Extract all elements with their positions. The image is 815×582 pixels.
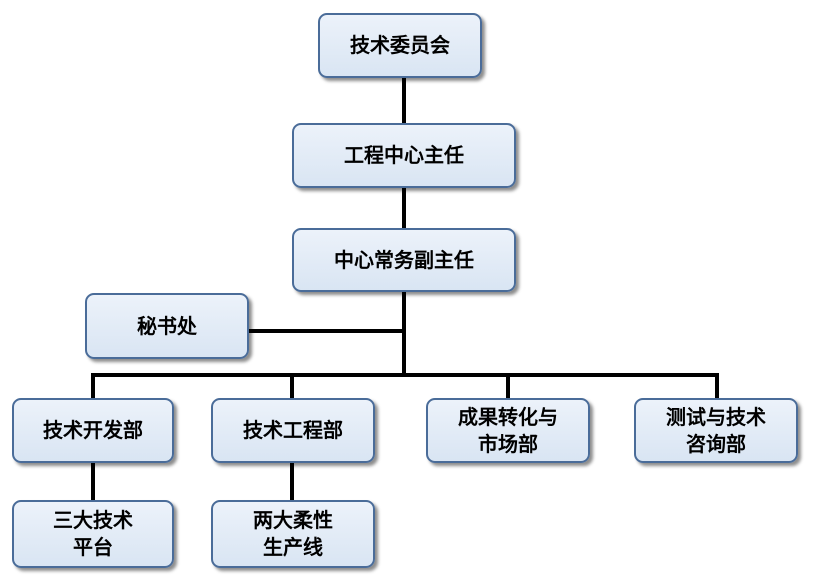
connector-dev-dept xyxy=(91,373,95,399)
connector-deputy-trunk xyxy=(402,292,406,376)
node-production-lines-label: 两大柔性 生产线 xyxy=(253,508,333,559)
node-director-label: 工程中心主任 xyxy=(344,143,464,167)
node-platforms-label: 三大技术 平台 xyxy=(53,508,133,559)
node-secretariat: 秘书处 xyxy=(85,293,249,359)
connector-eng-lines xyxy=(290,463,294,500)
node-director: 工程中心主任 xyxy=(292,123,516,188)
connector-transfer-dept xyxy=(506,373,510,399)
node-platforms: 三大技术 平台 xyxy=(12,500,174,568)
node-testing-dept-label: 测试与技术 咨询部 xyxy=(666,404,766,456)
node-transfer-dept: 成果转化与 市场部 xyxy=(426,398,590,463)
node-production-lines: 两大柔性 生产线 xyxy=(211,500,375,568)
connector-eng-dept xyxy=(290,373,294,399)
node-deputy-label: 中心常务副主任 xyxy=(334,247,474,272)
node-transfer-dept-label: 成果转化与 市场部 xyxy=(458,404,558,456)
connector-director-deputy xyxy=(402,188,406,228)
node-testing-dept: 测试与技术 咨询部 xyxy=(634,398,798,463)
connector-committee-director xyxy=(402,78,406,123)
node-eng-dept-label: 技术工程部 xyxy=(243,418,343,442)
connector-secretariat xyxy=(248,329,406,333)
connector-dev-platforms xyxy=(91,463,95,500)
node-committee: 技术委员会 xyxy=(318,13,482,78)
node-dev-dept: 技术开发部 xyxy=(12,398,174,463)
node-eng-dept: 技术工程部 xyxy=(211,398,375,463)
node-dev-dept-label: 技术开发部 xyxy=(43,418,143,442)
node-committee-label: 技术委员会 xyxy=(350,33,450,57)
connector-department-bus xyxy=(91,373,719,377)
connector-testing-dept xyxy=(715,373,719,399)
node-secretariat-label: 秘书处 xyxy=(137,313,197,338)
node-deputy: 中心常务副主任 xyxy=(292,228,516,292)
